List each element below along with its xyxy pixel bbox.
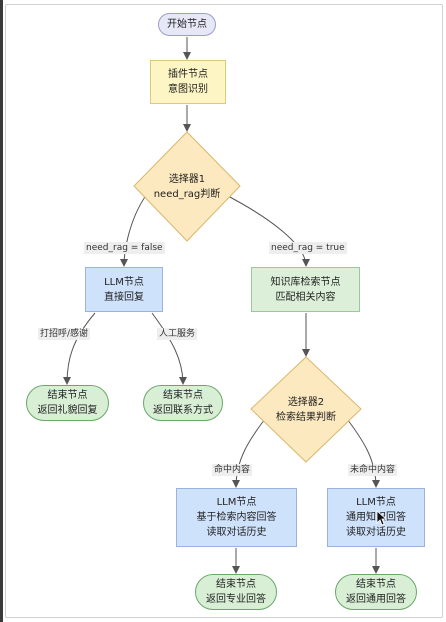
end-professional-node[interactable]: 结束节点 返回专业回答: [195, 574, 277, 610]
mouse-cursor-icon: [376, 510, 387, 526]
plugin-node[interactable]: 插件节点 意图识别: [150, 60, 226, 104]
end-general-desc: 返回通用回答: [346, 594, 406, 605]
llm-kb-title: LLM节点: [216, 497, 257, 508]
edge-label-miss: 未命中内容: [348, 464, 398, 476]
end-general-node[interactable]: 结束节点 返回通用回答: [335, 574, 417, 610]
end-greeting-node[interactable]: 结束节点 返回礼貌回复: [26, 385, 109, 421]
llm-direct-desc: 直接回复: [104, 291, 144, 303]
llm-general-title: LLM节点: [356, 497, 396, 508]
selector1-node[interactable]: 选择器1 need_rag判断: [133, 131, 241, 242]
end-general-title: 结束节点: [356, 579, 396, 590]
llm-general-node[interactable]: LLM节点 通用知识回答 读取对话历史: [327, 488, 425, 547]
edge-selector1-llm-direct: [120, 189, 151, 267]
edge-selector1-kb: [225, 194, 310, 267]
llm-kb-desc: 基于检索内容回答: [196, 512, 277, 523]
llm-kb-node[interactable]: LLM节点 基于检索内容回答 读取对话历史: [176, 488, 297, 547]
plugin-node-desc: 意图识别: [168, 84, 208, 95]
start-node-label: 开始节点: [167, 19, 207, 30]
llm-kb-history: 读取对话历史: [206, 527, 267, 538]
kb-search-node[interactable]: 知识库检索节点 匹配相关内容: [251, 267, 360, 312]
llm-general-history: 读取对话历史: [346, 527, 406, 538]
llm-direct-title: LLM节点: [104, 276, 144, 288]
selector1-desc: need_rag判断: [153, 188, 221, 200]
kb-search-desc: 匹配相关内容: [275, 291, 336, 303]
plugin-node-title: 插件节点: [168, 69, 208, 80]
window-edge: [0, 0, 3, 622]
selector2-desc: 检索结果判断: [276, 411, 336, 423]
edge-label-hit: 命中内容: [212, 464, 253, 476]
edge-llm-contact: [151, 312, 187, 385]
end-professional-title: 结束节点: [216, 579, 256, 590]
selector1-title: 选择器1: [168, 173, 206, 185]
selector2-title: 选择器2: [287, 396, 325, 408]
edge-label-need-rag-false: need_rag = false: [84, 242, 165, 254]
selector2-shape: [250, 356, 362, 463]
selector1-shape: [133, 131, 241, 242]
kb-search-title: 知识库检索节点: [270, 276, 341, 288]
end-contact-desc: 返回联系方式: [153, 405, 213, 416]
end-professional-desc: 返回专业回答: [206, 594, 266, 605]
end-contact-title: 结束节点: [163, 390, 203, 401]
end-greeting-desc: 返回礼貌回复: [37, 405, 98, 416]
edge-label-human-service: 人工服务: [157, 328, 198, 340]
end-greeting-title: 结束节点: [47, 390, 88, 401]
edge-label-need-rag-true: need_rag = true: [269, 242, 347, 254]
edge-label-greeting: 打招呼/感谢: [38, 328, 91, 340]
llm-direct-node[interactable]: LLM节点 直接回复: [85, 267, 163, 312]
edge-llm-greeting: [63, 312, 96, 385]
end-contact-node[interactable]: 结束节点 返回联系方式: [143, 385, 223, 421]
llm-general-desc: 通用知识回答: [346, 512, 406, 523]
start-node[interactable]: 开始节点: [158, 13, 216, 36]
selector2-node[interactable]: 选择器2 检索结果判断: [250, 356, 362, 463]
